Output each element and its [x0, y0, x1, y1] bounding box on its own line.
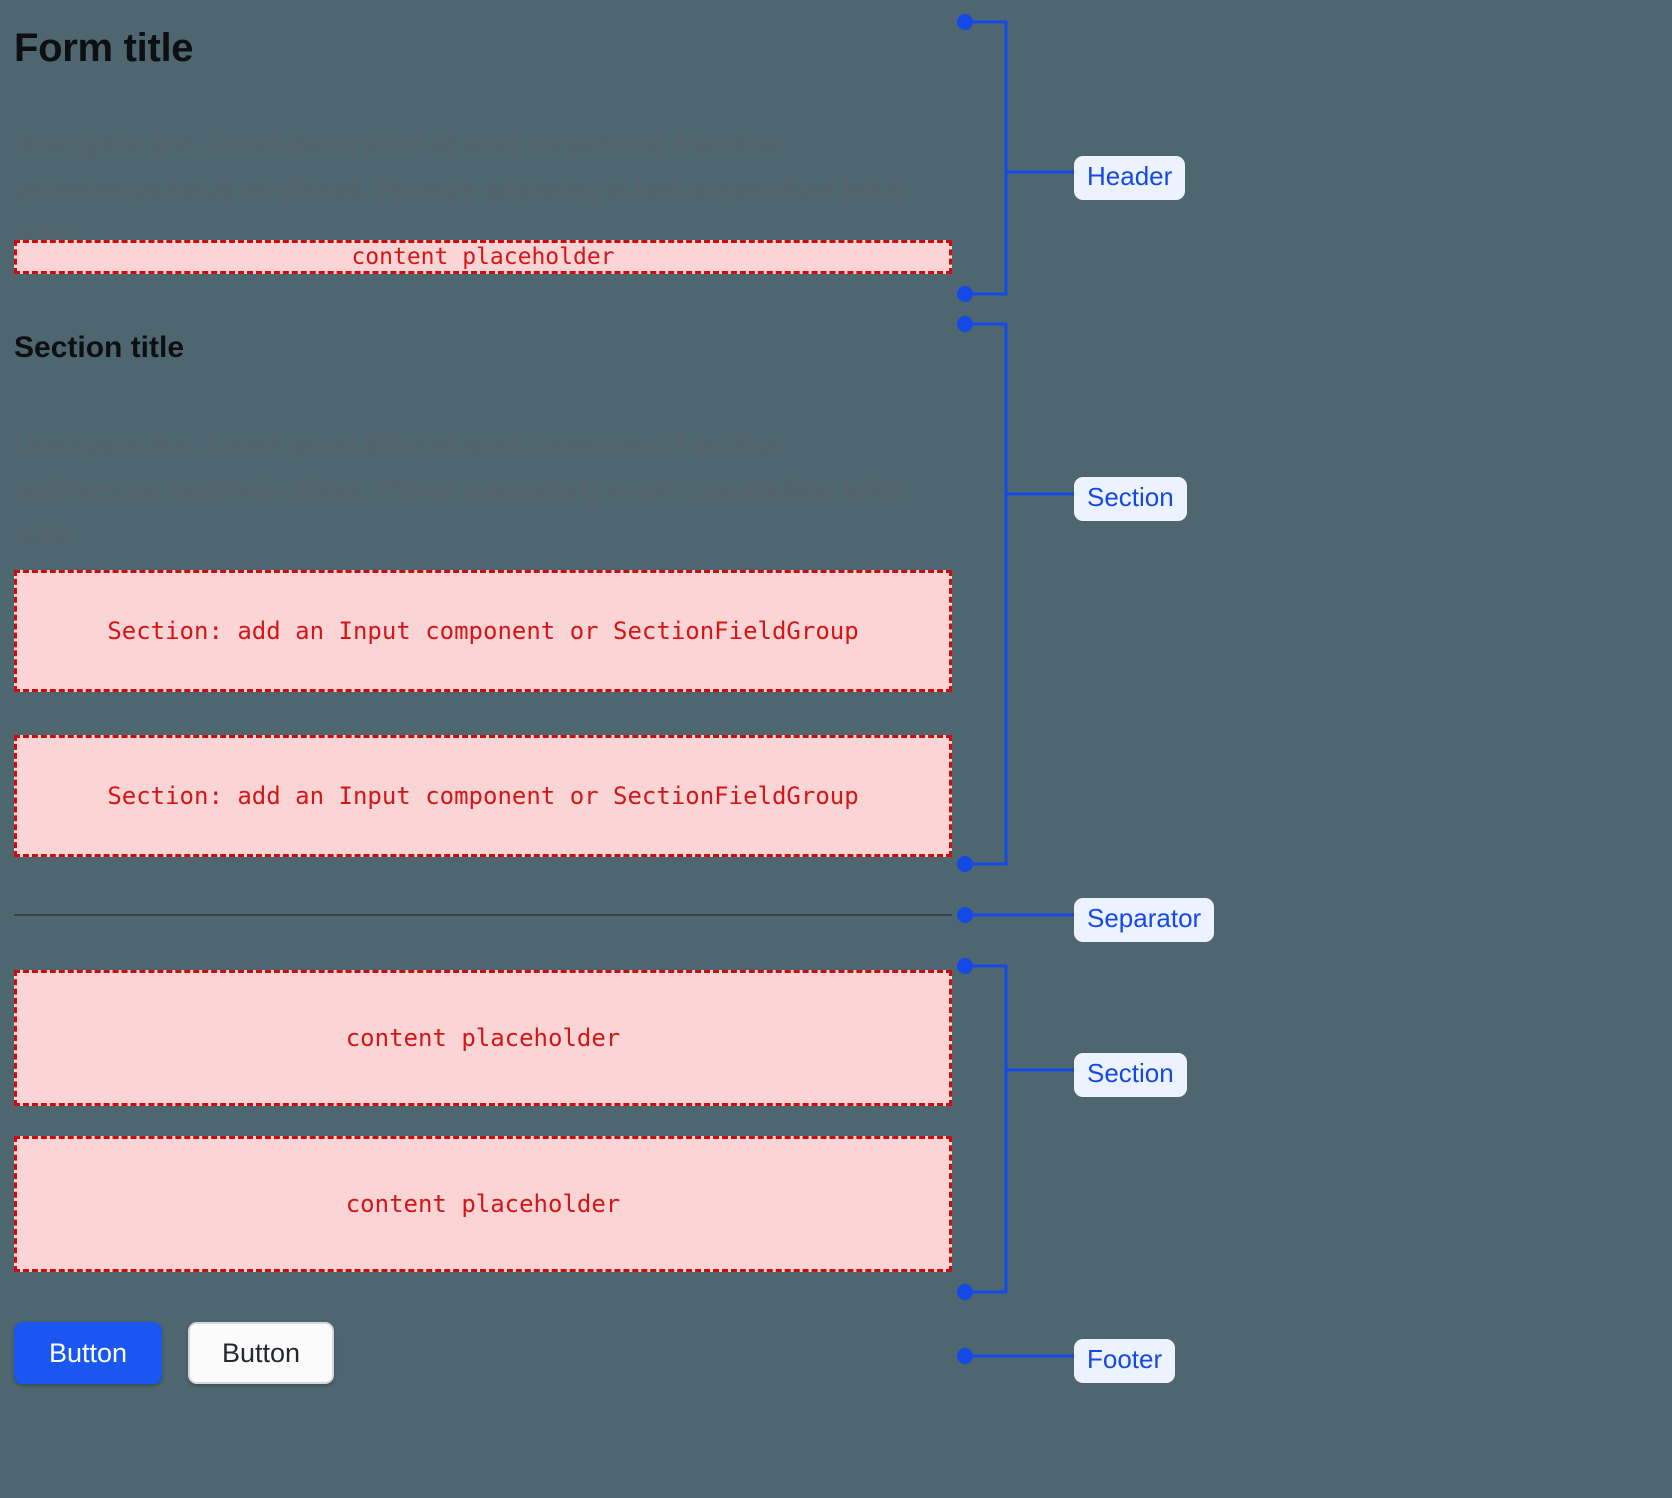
section-field-placeholder-1: Section: add an Input component or Secti… [14, 570, 952, 692]
annotation-badge-section-2: Section [1074, 1053, 1187, 1097]
section-description: Description text. Lorem ipsum dolor sit … [14, 429, 903, 549]
section-field-placeholder-2: Section: add an Input component or Secti… [14, 735, 952, 857]
annotation-badge-footer: Footer [1074, 1339, 1176, 1383]
second-section-content-placeholder-1: content placeholder [14, 970, 952, 1106]
anchor-dot-header-bottom [957, 286, 973, 302]
form-footer: Button Button [14, 1322, 334, 1384]
anchor-dot-section1-top [957, 316, 973, 332]
form-title: Form title [14, 26, 194, 70]
anchor-dot-section2-top [957, 958, 973, 974]
anchor-dot-section2-bottom [957, 1284, 973, 1300]
anchor-dot-footer [957, 1348, 973, 1364]
annotation-badge-separator: Separator [1074, 898, 1215, 942]
anchor-dot-header-top [957, 14, 973, 30]
form-separator [14, 914, 952, 916]
secondary-button[interactable]: Button [188, 1322, 334, 1384]
section-title: Section title [14, 331, 185, 364]
anchor-dot-section1-bottom [957, 856, 973, 872]
primary-button[interactable]: Button [14, 1322, 162, 1384]
header-content-placeholder: content placeholder [14, 240, 952, 274]
second-section-content-placeholder-2: content placeholder [14, 1136, 952, 1272]
form-description: Description text. Lorem ipsum dolor sit … [14, 129, 903, 249]
annotation-badge-header: Header [1074, 156, 1186, 200]
anchor-dot-separator [957, 907, 973, 923]
annotation-badge-section-1: Section [1074, 477, 1187, 521]
